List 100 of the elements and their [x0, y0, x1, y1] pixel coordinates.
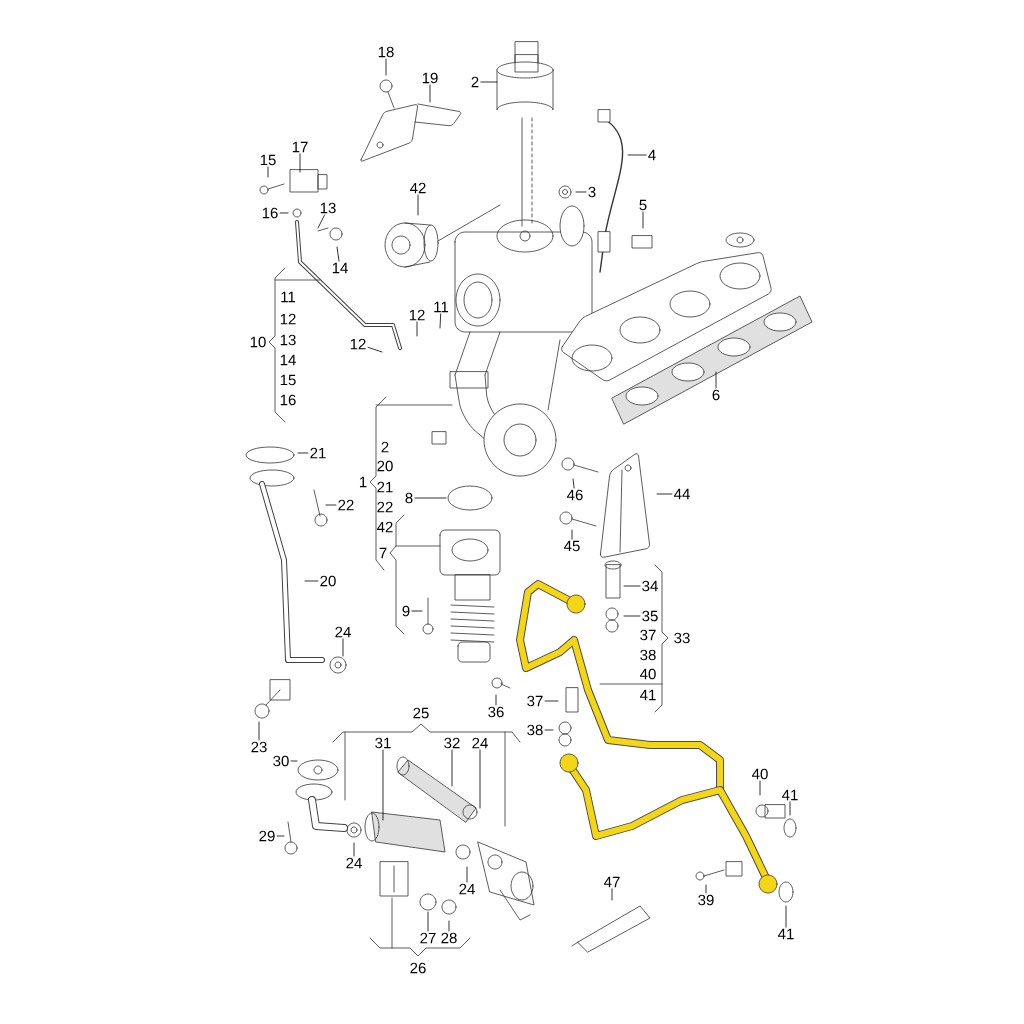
- callout-number: 24: [459, 883, 475, 895]
- leader-line: [353, 842, 355, 857]
- callout-number: 35: [642, 610, 658, 622]
- leader-line: [480, 81, 498, 83]
- callout-number: 17: [292, 141, 308, 153]
- callout-number: 29: [259, 830, 275, 842]
- callout-number: 15: [280, 374, 296, 386]
- callout-number: 37: [527, 695, 543, 707]
- leader-line: [385, 58, 387, 76]
- leader-line: [279, 212, 289, 214]
- callout-number: 1: [360, 476, 367, 488]
- callout-number: 21: [377, 481, 393, 493]
- callout-number: 12: [409, 309, 425, 321]
- leader-line: [785, 905, 787, 928]
- callout-number: 14: [332, 262, 348, 274]
- callout-number: 2: [471, 76, 479, 88]
- callout-number: 38: [527, 724, 543, 736]
- leader-line: [642, 211, 644, 229]
- callout-number: 9: [402, 605, 410, 617]
- callout-number: 20: [320, 575, 336, 587]
- callout-number: 41: [778, 928, 794, 940]
- leader-line: [789, 801, 791, 816]
- leader-line: [297, 452, 309, 454]
- callout-number: 12: [280, 313, 296, 325]
- callout-number: 19: [422, 72, 438, 84]
- leader-line: [416, 321, 418, 337]
- callout-number: 44: [674, 488, 690, 500]
- leader-line: [429, 84, 431, 103]
- leader-line: [571, 529, 573, 540]
- callout-number: 46: [567, 489, 583, 501]
- callout-number: 8: [405, 492, 413, 504]
- leader-line: [411, 610, 423, 612]
- callout-number: 26: [410, 962, 426, 974]
- leader-line: [325, 504, 337, 506]
- leader-line: [304, 580, 319, 582]
- callout-number: 41: [640, 689, 656, 701]
- leader-line: [623, 585, 641, 587]
- leader-line: [656, 493, 673, 495]
- leader-line: [627, 154, 647, 156]
- leader-line: [299, 153, 301, 173]
- callout-number: 42: [410, 182, 426, 194]
- callout-number: 45: [564, 540, 580, 552]
- leader-line: [575, 191, 587, 193]
- callout-number: 2: [381, 441, 389, 453]
- callout-number: 11: [281, 291, 296, 303]
- callout-number: 13: [280, 334, 296, 346]
- callout-number: 30: [273, 755, 289, 767]
- callout-number: 32: [444, 737, 460, 749]
- callout-number: 3: [588, 186, 596, 198]
- callout-number: 4: [648, 149, 656, 161]
- callout-number: 13: [320, 202, 336, 214]
- callout-number: 34: [642, 580, 658, 592]
- callout-number: 6: [712, 389, 720, 401]
- leader-line: [258, 721, 260, 741]
- callout-number: 20: [377, 460, 393, 472]
- leader-line: [572, 478, 575, 489]
- callout-number: 37: [640, 629, 656, 641]
- leader-line: [479, 749, 481, 809]
- leader-line: [705, 884, 707, 894]
- callout-number: 36: [488, 706, 504, 718]
- callout-number: 23: [251, 741, 267, 753]
- leader-line: [336, 246, 340, 262]
- leader-line: [276, 835, 285, 837]
- callout-number: 12: [350, 338, 366, 350]
- callout-number: 40: [640, 668, 656, 680]
- leader-line: [414, 497, 447, 499]
- leader-line: [611, 888, 613, 901]
- callout-number: 25: [413, 707, 429, 719]
- leader-line: [623, 615, 641, 617]
- callout-number: 16: [280, 394, 296, 406]
- callout-number: 38: [640, 649, 656, 661]
- callout-number: 24: [346, 857, 362, 869]
- leader-line: [451, 749, 453, 787]
- callout-number: 24: [335, 626, 351, 638]
- leader-line: [544, 729, 554, 731]
- leader-line: [466, 866, 468, 883]
- callout-number: 40: [752, 768, 768, 780]
- callout-number: 5: [639, 199, 647, 211]
- callout-number: 27: [420, 932, 436, 944]
- callout-number: 7: [379, 547, 387, 559]
- callout-number: 24: [472, 737, 488, 749]
- leader-line: [417, 194, 419, 216]
- leader-line: [427, 911, 429, 932]
- callout-number: 15: [260, 154, 276, 166]
- callout-number: 14: [280, 354, 296, 366]
- callout-number: 41: [782, 789, 798, 801]
- callout-number: 10: [250, 336, 266, 348]
- leader-line: [439, 313, 442, 329]
- callout-number: 11: [434, 301, 449, 313]
- leader-line: [448, 920, 450, 932]
- leader-line: [495, 694, 497, 706]
- leader-line: [544, 700, 559, 702]
- callout-number: 31: [375, 737, 391, 749]
- leader-line: [290, 760, 298, 762]
- callout-number: 21: [310, 447, 326, 459]
- callout-number: 47: [604, 876, 620, 888]
- leader-line: [267, 166, 269, 178]
- leader-line: [342, 638, 344, 657]
- leader-line: [382, 749, 384, 821]
- callout-number: 18: [378, 46, 394, 58]
